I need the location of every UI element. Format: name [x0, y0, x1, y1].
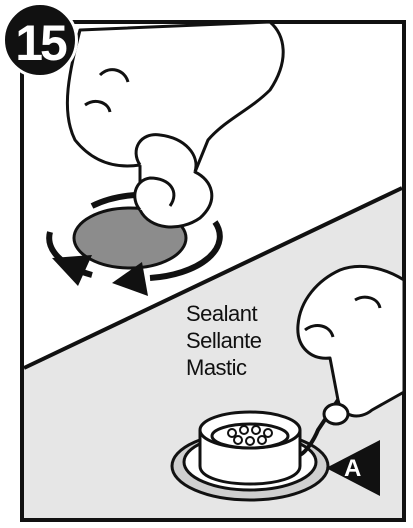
- sealant-label-block: Sealant Sellante Mastic: [186, 300, 262, 381]
- callout-letter-a: A: [344, 455, 361, 483]
- sealant-label-es: Sellante: [186, 327, 262, 354]
- step-number-badge: 15: [2, 2, 78, 78]
- sealant-label-en: Sealant: [186, 300, 262, 327]
- sealant-label-fr: Mastic: [186, 354, 262, 381]
